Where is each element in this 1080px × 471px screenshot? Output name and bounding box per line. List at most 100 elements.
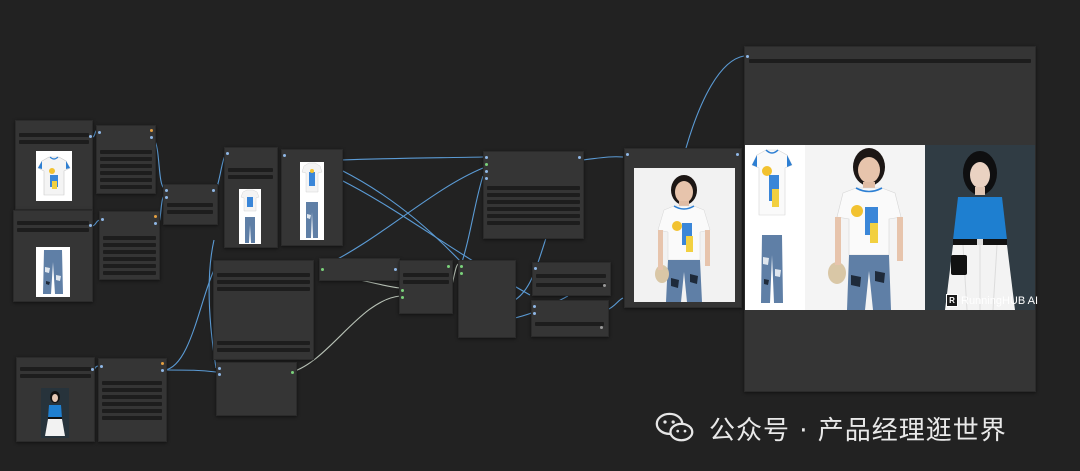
node-field[interactable] <box>217 348 310 352</box>
input-port[interactable] <box>533 305 536 308</box>
image-resize-node-2[interactable] <box>99 211 160 280</box>
node-field[interactable] <box>102 416 162 420</box>
output-port[interactable] <box>736 153 739 156</box>
input-port[interactable] <box>626 153 629 156</box>
node-field[interactable] <box>102 381 162 385</box>
node-field[interactable] <box>103 243 156 247</box>
output-port[interactable] <box>89 224 92 227</box>
node-field[interactable] <box>103 264 156 268</box>
output-port[interactable] <box>91 368 94 371</box>
input-port[interactable] <box>460 265 463 268</box>
input-port[interactable] <box>534 267 537 270</box>
node-field[interactable] <box>100 171 152 175</box>
node-field[interactable] <box>19 140 89 144</box>
node-field[interactable] <box>102 402 162 406</box>
node-field[interactable] <box>100 164 152 168</box>
input-port[interactable] <box>401 289 404 292</box>
load-image-node-jeans[interactable] <box>13 210 93 302</box>
node-field[interactable] <box>100 150 152 154</box>
compare-output-node[interactable] <box>744 46 1036 392</box>
model-settings-node[interactable] <box>213 260 314 360</box>
node-field[interactable] <box>403 273 449 277</box>
input-port[interactable] <box>283 154 286 157</box>
toggle-dot[interactable] <box>603 284 606 287</box>
load-image-node-shirt[interactable] <box>15 120 93 210</box>
node-field[interactable] <box>103 250 156 254</box>
input-port[interactable] <box>485 156 488 159</box>
conditioning-node[interactable] <box>319 258 400 281</box>
node-field[interactable] <box>167 210 213 214</box>
output-port[interactable] <box>154 222 157 225</box>
output-port[interactable] <box>394 268 397 271</box>
decode-node-1[interactable] <box>532 262 611 296</box>
output-port[interactable] <box>447 265 450 268</box>
node-field[interactable] <box>228 175 273 179</box>
node-field[interactable] <box>749 59 1031 63</box>
input-port[interactable] <box>533 312 536 315</box>
node-field[interactable] <box>487 207 580 211</box>
node-field[interactable] <box>100 157 152 161</box>
output-port[interactable] <box>150 136 153 139</box>
input-port[interactable] <box>226 152 229 155</box>
node-field[interactable] <box>100 185 152 189</box>
input-port[interactable] <box>218 373 221 376</box>
node-field[interactable] <box>487 221 580 225</box>
combine-node[interactable] <box>399 260 453 314</box>
output-port[interactable] <box>578 156 581 159</box>
node-field[interactable] <box>535 322 604 326</box>
output-port[interactable] <box>161 362 164 365</box>
input-port[interactable] <box>485 177 488 180</box>
input-port[interactable] <box>460 272 463 275</box>
node-field[interactable] <box>102 395 162 399</box>
node-field[interactable] <box>100 178 152 182</box>
output-port[interactable] <box>89 135 92 138</box>
input-port[interactable] <box>98 131 101 134</box>
node-field[interactable] <box>536 274 606 278</box>
load-image-node-model[interactable] <box>16 357 95 442</box>
node-field[interactable] <box>20 374 91 378</box>
input-port[interactable] <box>100 365 103 368</box>
node-field[interactable] <box>536 283 606 287</box>
output-port[interactable] <box>150 129 153 132</box>
node-field[interactable] <box>167 203 213 207</box>
decode-node-2[interactable] <box>531 300 609 337</box>
image-concat-node[interactable] <box>163 184 218 225</box>
preview-image-node-2[interactable] <box>281 149 343 246</box>
input-port[interactable] <box>218 367 221 370</box>
image-resize-node-3[interactable] <box>98 358 167 442</box>
input-port[interactable] <box>746 55 749 58</box>
node-field[interactable] <box>487 186 580 190</box>
preview-image-node-1[interactable] <box>224 147 278 248</box>
node-field[interactable] <box>487 193 580 197</box>
node-field[interactable] <box>217 280 310 284</box>
node-field[interactable] <box>217 273 310 277</box>
node-field[interactable] <box>103 271 156 275</box>
output-port[interactable] <box>212 189 215 192</box>
encode-node[interactable] <box>216 362 297 416</box>
node-field[interactable] <box>217 287 310 291</box>
node-field[interactable] <box>20 367 91 371</box>
toggle-dot[interactable] <box>600 326 603 329</box>
input-port[interactable] <box>485 170 488 173</box>
input-port[interactable] <box>101 218 104 221</box>
node-field[interactable] <box>102 409 162 413</box>
input-port[interactable] <box>321 268 324 271</box>
output-port[interactable] <box>161 369 164 372</box>
model-loader-node[interactable] <box>483 151 584 239</box>
node-field[interactable] <box>17 221 89 225</box>
node-field[interactable] <box>19 133 89 137</box>
node-field[interactable] <box>103 257 156 261</box>
node-field[interactable] <box>228 168 273 172</box>
output-port[interactable] <box>154 215 157 218</box>
node-field[interactable] <box>103 236 156 240</box>
node-field[interactable] <box>217 341 310 345</box>
input-port[interactable] <box>165 189 168 192</box>
input-port[interactable] <box>485 163 488 166</box>
node-field[interactable] <box>487 214 580 218</box>
node-field[interactable] <box>403 280 449 284</box>
image-resize-node-1[interactable] <box>96 125 156 194</box>
node-field[interactable] <box>487 200 580 204</box>
input-port[interactable] <box>165 196 168 199</box>
input-port[interactable] <box>401 296 404 299</box>
